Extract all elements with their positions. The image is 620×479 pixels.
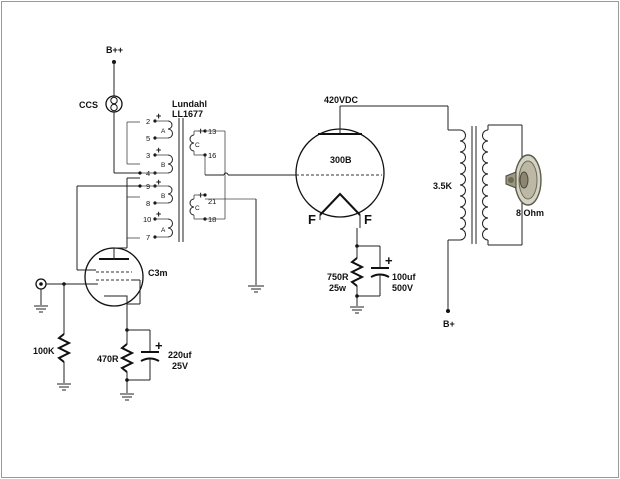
output-tube-label: 300B xyxy=(330,155,352,165)
r-cathode1-label: 470R xyxy=(97,354,119,364)
svg-text:18: 18 xyxy=(208,215,216,224)
secondary-coils xyxy=(189,134,195,216)
bpp-label: B++ xyxy=(106,45,123,55)
speaker-icon xyxy=(505,154,542,206)
primary-pins: 2 5 3 4 9 8 10 7 xyxy=(143,117,157,242)
svg-text:10: 10 xyxy=(143,215,151,224)
svg-text:A: A xyxy=(161,128,166,135)
svg-text:21: 21 xyxy=(208,197,216,206)
svg-text:A: A xyxy=(161,227,166,234)
ground-symbol-300b xyxy=(350,306,364,314)
c-cathode2-plus: + xyxy=(385,253,393,268)
capacitor-220uf xyxy=(127,330,160,381)
filament-left-label: F xyxy=(308,212,316,227)
svg-text:+: + xyxy=(156,177,161,187)
resistor-470r xyxy=(119,330,135,393)
svg-text:16: 16 xyxy=(208,151,216,160)
c-cathode2-voltage-label: 500V xyxy=(392,283,413,293)
r-cathode2-power-label: 25w xyxy=(329,283,347,293)
svg-text:B: B xyxy=(161,162,165,169)
svg-text:4: 4 xyxy=(146,169,150,178)
input-tube-label: C3m xyxy=(148,268,168,278)
speaker-label: 8 Ohm xyxy=(516,208,544,218)
ccs-label: CCS xyxy=(79,100,98,110)
c-cathode1-voltage-label: 25V xyxy=(172,361,188,371)
ground-symbol-input xyxy=(34,305,48,313)
resistor-100k xyxy=(56,284,72,391)
r-grid-label: 100K xyxy=(33,346,55,356)
svg-text:+: + xyxy=(156,209,161,219)
c-cathode2-value-label: 100uf xyxy=(392,272,417,282)
ground-symbol-c3m xyxy=(120,393,134,401)
svg-text:B: B xyxy=(161,193,165,200)
svg-text:C: C xyxy=(195,205,200,212)
output-transformer-label: 3.5K xyxy=(433,181,453,191)
c-cathode1-plus: + xyxy=(155,338,163,353)
svg-text:+: + xyxy=(156,111,161,121)
primary-coils xyxy=(167,120,173,238)
svg-text:2: 2 xyxy=(146,117,150,126)
filament-right-label: F xyxy=(364,212,372,227)
svg-text:7: 7 xyxy=(146,233,150,242)
svg-text:+: + xyxy=(156,145,161,155)
capacitor-100uf xyxy=(357,246,390,297)
output-transformer xyxy=(448,124,523,246)
r-cathode2-value-label: 750R xyxy=(327,272,349,282)
transformer-model-label: LL1677 xyxy=(172,109,203,119)
b-plus-voltage-label: 420VDC xyxy=(324,95,359,105)
transformer-brand-label: Lundahl xyxy=(172,99,207,109)
ground-symbol-transformer xyxy=(248,285,264,293)
svg-text:5: 5 xyxy=(146,134,150,143)
secondary-pins: 13 16 21 18 xyxy=(203,127,216,224)
b-plus-label: B+ xyxy=(443,319,455,329)
svg-text:8: 8 xyxy=(146,199,150,208)
c-cathode1-value-label: 220uf xyxy=(168,350,193,360)
svg-text:13: 13 xyxy=(208,127,216,136)
svg-text:C: C xyxy=(195,142,200,149)
svg-text:3: 3 xyxy=(146,151,150,160)
svg-text:9: 9 xyxy=(146,182,150,191)
